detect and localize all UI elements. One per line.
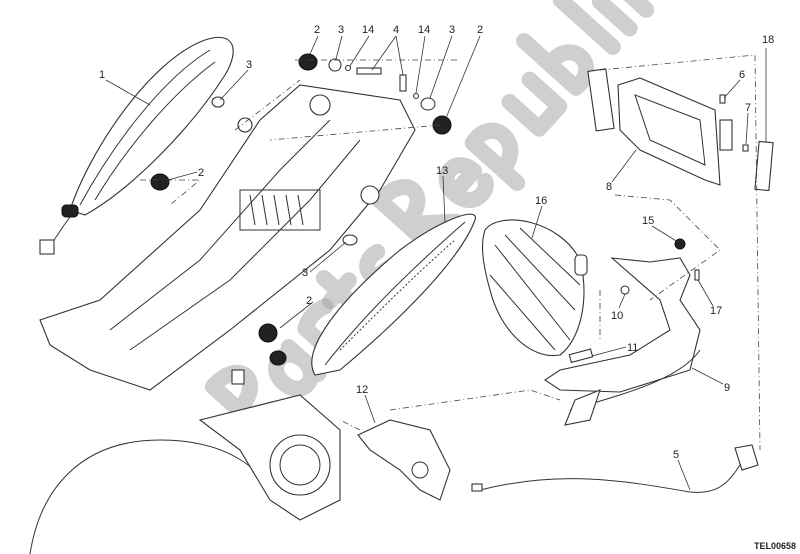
drawing-reference-code: TEL00658 bbox=[753, 541, 796, 551]
leader-lines bbox=[105, 35, 767, 491]
callout-6: 6 bbox=[739, 69, 745, 81]
callout-14: 14 bbox=[362, 24, 374, 36]
callout-11: 11 bbox=[627, 342, 638, 354]
right-light-housing bbox=[311, 213, 476, 376]
wiring-cable bbox=[471, 444, 759, 493]
callout-2: 2 bbox=[314, 24, 320, 36]
callout-17: 17 bbox=[710, 305, 722, 317]
callout-12: 12 bbox=[356, 384, 368, 396]
callout-3: 3 bbox=[302, 267, 308, 279]
grommets-top bbox=[150, 53, 452, 385]
rear-body-section bbox=[29, 394, 341, 554]
license-plate-holder bbox=[587, 68, 774, 192]
callout-13: 13 bbox=[436, 165, 448, 177]
callout-15: 15 bbox=[642, 215, 654, 227]
callout-14: 14 bbox=[418, 24, 430, 36]
callout-5: 5 bbox=[673, 449, 679, 461]
callout-16: 16 bbox=[535, 195, 547, 207]
callout-18: 18 bbox=[762, 34, 774, 46]
callout-labels: 1 3 2 2 3 14 4 14 3 2 18 6 7 8 13 16 15 … bbox=[99, 24, 774, 461]
callout-3: 3 bbox=[338, 24, 344, 36]
callout-8: 8 bbox=[606, 181, 612, 193]
callout-7: 7 bbox=[745, 102, 751, 114]
callout-4: 4 bbox=[393, 24, 399, 36]
callout-2: 2 bbox=[198, 167, 204, 179]
assembly-lines bbox=[140, 54, 761, 451]
callout-10: 10 bbox=[611, 310, 623, 322]
callout-1: 1 bbox=[99, 69, 105, 81]
callout-3: 3 bbox=[449, 24, 455, 36]
callout-3: 3 bbox=[246, 59, 252, 71]
rear-subframe bbox=[39, 84, 416, 391]
callout-9: 9 bbox=[724, 382, 730, 394]
bracket-12 bbox=[357, 419, 451, 501]
callout-2: 2 bbox=[306, 295, 312, 307]
left-light-housing bbox=[39, 36, 234, 255]
tail-light bbox=[481, 219, 588, 357]
callout-2: 2 bbox=[477, 24, 483, 36]
